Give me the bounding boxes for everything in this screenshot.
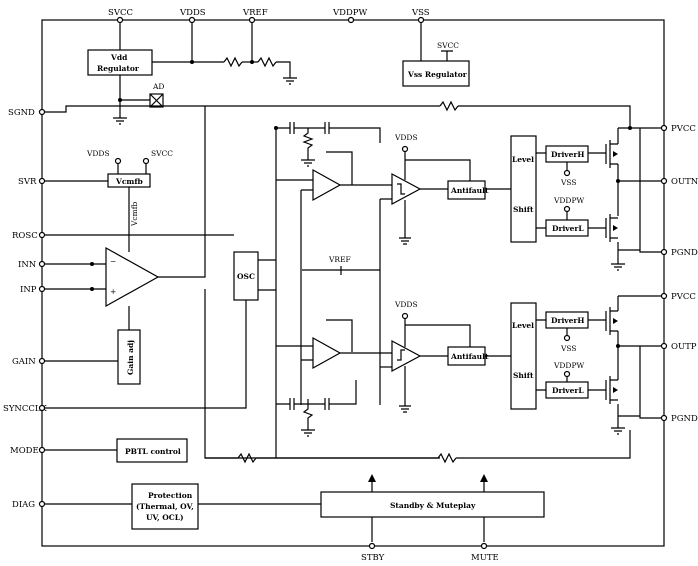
antifault-a	[447, 180, 486, 200]
svg-text:Level: Level	[512, 321, 534, 330]
pin-mode: MODE	[10, 446, 39, 456]
pin-gain: GAIN	[12, 357, 36, 367]
svg-text:−: −	[110, 257, 116, 266]
svg-text:VDDPW: VDDPW	[553, 196, 584, 205]
pin-vddpw-top: VDDPW	[332, 8, 367, 18]
svg-text:VSS: VSS	[560, 344, 577, 353]
svg-text:Vss Regulator: Vss Regulator	[407, 70, 468, 79]
svg-text:OSC: OSC	[237, 272, 255, 281]
svg-text:(Thermal, OV,: (Thermal, OV,	[136, 502, 194, 511]
svg-text:AD: AD	[152, 82, 164, 91]
svg-text:Shift: Shift	[513, 205, 534, 214]
svg-text:+: +	[110, 287, 116, 296]
svg-text:Vcmfb: Vcmfb	[130, 201, 139, 227]
svg-text:Gain adj: Gain adj	[126, 340, 135, 375]
pin-inn: INN	[18, 260, 37, 270]
pin-syncclk: SYNCCLK	[3, 404, 48, 414]
svg-text:UV, OCL): UV, OCL)	[146, 513, 184, 522]
vss-regulator-block	[402, 60, 470, 87]
svg-text:DriverL: DriverL	[552, 224, 584, 233]
level-shift-b	[510, 302, 537, 410]
svg-text:VSS: VSS	[560, 178, 577, 187]
pin-inp: INP	[20, 285, 37, 295]
svg-text:DriverH: DriverH	[551, 316, 584, 325]
svg-text:Regulator: Regulator	[97, 64, 140, 73]
svg-text:SVCC: SVCC	[151, 149, 173, 158]
pin-mute: MUTE	[471, 553, 499, 563]
integrator-a	[312, 168, 342, 202]
pin-rosc: ROSC	[12, 231, 38, 241]
pin-outp: OUTP	[671, 342, 697, 352]
comparator-b	[391, 339, 422, 373]
pin-sgnd: SGND	[8, 108, 35, 118]
protection-block	[131, 483, 199, 530]
pin-vdds-top: VDDS	[179, 8, 206, 18]
svg-text:DriverL: DriverL	[552, 386, 584, 395]
pin-pvcc-a: PVCC	[671, 124, 696, 134]
integrator-b	[312, 336, 342, 370]
svg-text:Antifault: Antifault	[450, 352, 489, 361]
input-op-amp	[105, 246, 160, 308]
standby-muteplay-block	[320, 491, 545, 518]
pin-outn: OUTN	[671, 177, 698, 187]
osc-block	[233, 251, 259, 301]
svg-text:Standby & Muteplay: Standby & Muteplay	[390, 501, 476, 510]
pin-diag: DIAG	[12, 500, 35, 510]
pin-stby: STBY	[361, 553, 385, 563]
svg-text:Vcmfb: Vcmfb	[115, 177, 143, 186]
svg-text:Level: Level	[512, 155, 534, 164]
svg-text:VDDS: VDDS	[86, 149, 110, 158]
svg-text:VDDPW: VDDPW	[553, 361, 584, 370]
svg-text:VREF: VREF	[328, 255, 351, 264]
pin-vss-top: VSS	[411, 8, 430, 18]
pin-svcc: SVCC	[108, 8, 133, 18]
pin-pgnd-b: PGND	[671, 414, 698, 424]
svg-text:VDDS: VDDS	[394, 133, 418, 142]
svg-text:DriverH: DriverH	[551, 150, 584, 159]
comparator-a	[391, 172, 422, 206]
pin-pgnd-a: PGND	[671, 248, 698, 258]
svg-text:PBTL control: PBTL control	[125, 447, 181, 456]
level-shift-a	[510, 135, 537, 243]
svg-text:Shift: Shift	[513, 371, 534, 380]
pin-vref-top: VREF	[242, 8, 268, 18]
svg-text:VDDS: VDDS	[394, 300, 418, 309]
svg-text:SVCC: SVCC	[437, 41, 459, 50]
pin-svr: SVR	[18, 177, 37, 187]
svg-text:Vdd: Vdd	[110, 53, 128, 62]
svg-text:Antifault: Antifault	[450, 186, 489, 195]
svg-text:Protection: Protection	[148, 491, 193, 500]
pin-pvcc-b: PVCC	[671, 292, 696, 302]
